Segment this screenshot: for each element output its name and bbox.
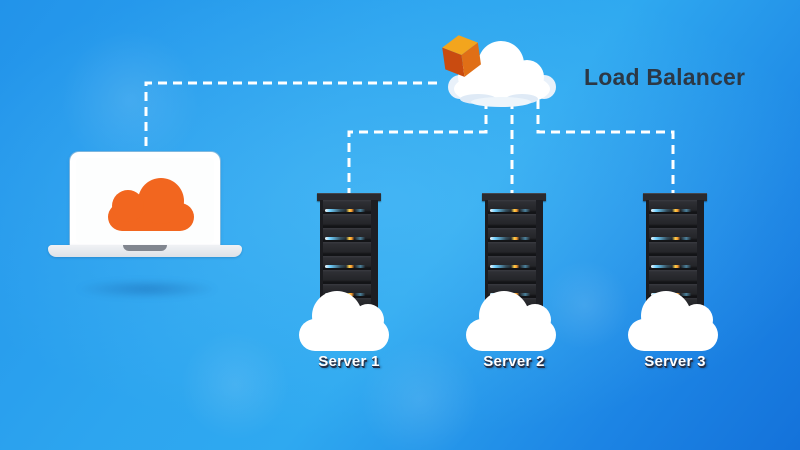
server-cloud-icon xyxy=(628,291,718,351)
server-led-lights xyxy=(651,237,693,240)
load-balancer-node xyxy=(440,33,566,111)
server-top-cap xyxy=(317,193,381,201)
server-top-cap xyxy=(482,193,546,201)
laptop-display xyxy=(76,158,214,243)
server-led-lights xyxy=(325,265,367,268)
server-led-lights xyxy=(490,237,532,240)
connector-loadbalancer-to-server-1 xyxy=(347,100,488,193)
server-3-label: Server 3 xyxy=(644,353,706,370)
bokeh-spot xyxy=(360,340,480,450)
laptop-base xyxy=(48,245,242,257)
connector-laptop-to-loadbalancer xyxy=(144,81,443,146)
server-led-lights xyxy=(651,265,693,268)
server-top-cap xyxy=(643,193,707,201)
server-cloud-icon xyxy=(466,291,556,351)
cloud-icon xyxy=(448,41,556,107)
client-laptop-screen xyxy=(70,152,220,247)
bokeh-spot xyxy=(180,330,290,440)
connector-loadbalancer-to-server-3 xyxy=(536,100,675,193)
server-led-lights xyxy=(651,209,693,212)
server-led-lights xyxy=(325,209,367,212)
bokeh-spot xyxy=(60,30,200,170)
orange-cloud-icon xyxy=(108,178,194,231)
server-led-lights xyxy=(325,237,367,240)
load-balancer-label: Load Balancer xyxy=(584,64,746,90)
server-cloud-icon xyxy=(299,291,389,351)
server-2-label: Server 2 xyxy=(483,353,545,370)
cube-icon xyxy=(442,35,481,77)
server-led-lights xyxy=(490,209,532,212)
laptop-shadow xyxy=(52,276,242,302)
laptop-notch xyxy=(123,245,167,251)
server-1-label: Server 1 xyxy=(318,353,380,370)
server-led-lights xyxy=(490,265,532,268)
